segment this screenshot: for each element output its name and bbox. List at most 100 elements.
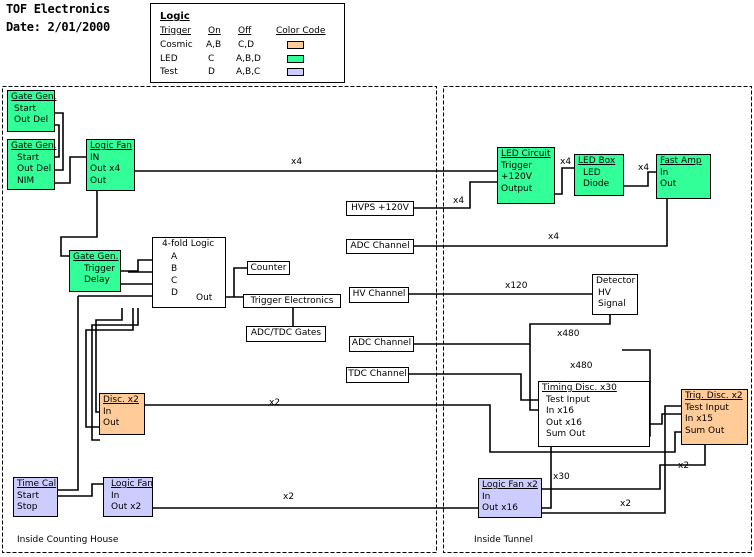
led-box-diode: Diode <box>583 179 610 189</box>
adc-channel-box[interactable]: ADC Channel <box>349 336 414 352</box>
mult-logicfan-led: x4 <box>291 157 303 167</box>
trigger-electronics-box[interactable]: Trigger Electronics <box>243 294 341 308</box>
logic-fan-box-2[interactable]: Logic Fan In Out x2 <box>103 477 153 517</box>
trig-disc-box[interactable]: Trig. Disc. x2 Test Input In x15 Sum Out <box>681 389 748 445</box>
logic-fan-2-out-x2: Out x2 <box>111 502 142 512</box>
timing-disc-out-x16: Out x16 <box>546 417 582 428</box>
gate-gen-1-title: Gate Gen. <box>11 92 57 102</box>
logic-fan-3-out-x16: Out x16 <box>482 503 518 513</box>
mult-fan3-x2: x2 <box>620 499 632 509</box>
time-cal-stop: Stop <box>17 502 38 512</box>
wires <box>44 112 706 514</box>
region-label-tunnel: Inside Tunnel <box>474 535 533 545</box>
disc-title: Disc. x2 <box>103 395 139 405</box>
mult-adc-green: x4 <box>548 232 560 242</box>
legend-off-test: A,B,C <box>236 67 261 77</box>
detector-box[interactable]: Detector HV Signal <box>592 274 638 315</box>
led-box[interactable]: LED Box LED Diode <box>574 154 624 196</box>
legend-trigger-test: Test <box>160 67 178 77</box>
mult-ledbox-fastamp: x4 <box>638 163 650 173</box>
detector-hv: HV <box>598 287 611 298</box>
counting-house-border <box>2 86 437 553</box>
trig-disc-in-x15: In x15 <box>685 414 713 424</box>
mult-hvps: x4 <box>453 196 465 206</box>
led-box-led: LED <box>583 167 601 178</box>
mult-tdc: x480 <box>570 361 593 371</box>
gate-gen-1-out-del: Out Del <box>14 115 49 125</box>
logic-fan-1-in: IN <box>90 152 100 163</box>
mult-disc: x2 <box>269 398 281 408</box>
fourfold-a: A <box>171 251 178 262</box>
tunnel-border <box>443 86 752 553</box>
adc-tdc-gates-box[interactable]: ADC/TDC Gates <box>246 326 326 342</box>
gate-gen-2-out-del: Out Del <box>17 164 52 174</box>
adc-channel-led-box[interactable]: ADC Channel <box>346 239 414 254</box>
gate-gen-3-delay: Delay <box>84 275 110 285</box>
fourfold-logic-box[interactable]: 4-fold Logic A B C D Out <box>152 237 226 308</box>
legend-col-color: Color Code <box>276 26 326 36</box>
time-cal-start: Start <box>17 490 39 501</box>
logic-legend: Logic Trigger On Off Color Code Cosmic A… <box>150 3 345 83</box>
led-circuit-title: LED Circuit <box>501 149 551 159</box>
logic-fan-2-title: Logic Fan <box>111 479 153 489</box>
mult-x30: x30 <box>553 472 570 482</box>
trig-disc-sum-out: Sum Out <box>685 425 725 436</box>
hv-channel-box[interactable]: HV Channel <box>349 287 409 303</box>
timing-disc-in-x16: In x16 <box>546 406 574 416</box>
legend-swatch-led <box>287 55 304 63</box>
legend-off-led: A,B,D <box>236 54 261 64</box>
led-box-title: LED Box <box>578 156 616 166</box>
mult-hv: x120 <box>505 281 528 291</box>
legend-col-off: Off <box>238 26 252 36</box>
legend-col-on: On <box>208 26 221 36</box>
fourfold-title: 4-fold Logic <box>162 239 215 249</box>
gate-gen-2-nim: NIM <box>17 175 35 186</box>
hvps-box[interactable]: HVPS +120V <box>346 201 414 216</box>
detector-signal: Signal <box>598 299 626 309</box>
logic-fan-2-in: In <box>111 490 120 501</box>
fast-amp-in: In <box>660 167 669 178</box>
legend-trigger-cosmic: Cosmic <box>160 40 193 50</box>
mult-led-ledbox: x4 <box>560 157 572 167</box>
legend-col-trigger: Trigger <box>160 26 192 36</box>
fast-amp-box[interactable]: Fast Amp In Out <box>656 154 711 199</box>
gate-gen-3-title: Gate Gen. <box>73 252 119 262</box>
led-circuit-box[interactable]: LED Circuit Trigger +120V Output <box>497 147 555 204</box>
fast-amp-title: Fast Amp <box>660 156 702 166</box>
gate-gen-box-1[interactable]: Gate Gen. Start Out Del <box>7 90 57 132</box>
timing-disc-box[interactable]: Timing Disc. x30 Test Input In x16 Out x… <box>538 381 650 447</box>
detector-title: Detector <box>596 276 636 286</box>
fourfold-c: C <box>171 275 178 286</box>
logic-fan-box-3[interactable]: Logic Fan x2 In Out x16 <box>478 478 542 518</box>
fourfold-b: B <box>171 263 178 274</box>
tdc-channel-box[interactable]: TDC Channel <box>346 367 409 383</box>
time-cal-box[interactable]: Time Cal Start Stop <box>13 477 58 517</box>
fast-amp-out: Out <box>660 179 677 189</box>
disc-in: In <box>103 406 112 417</box>
diagram-title: TOF Electronics <box>6 2 110 16</box>
timing-disc-test-input: Test Input <box>546 394 590 405</box>
logic-fan-1-out-x4: Out x4 <box>90 164 121 174</box>
logic-fan-1-title: Logic Fan <box>90 141 132 151</box>
legend-on-cosmic: A,B <box>206 40 222 50</box>
gate-gen-box-3[interactable]: Gate Gen. Trigger Delay <box>69 250 121 292</box>
legend-on-led: C <box>208 54 215 64</box>
disc-out: Out <box>103 418 120 428</box>
logic-fan-box-1[interactable]: Logic Fan IN Out x4 Out <box>86 139 135 191</box>
time-cal-title: Time Cal <box>17 479 57 489</box>
gate-gen-1-start: Start <box>14 103 36 114</box>
region-borders <box>2 86 752 553</box>
logic-fan-3-in: In <box>482 491 491 502</box>
led-circuit-120v: +120V <box>501 172 532 182</box>
trig-disc-title: Trig. Disc. x2 <box>685 391 743 401</box>
fourfold-out: Out <box>196 293 213 303</box>
timing-disc-title: Timing Disc. x30 <box>542 383 617 393</box>
gate-gen-box-2[interactable]: Gate Gen. Start Out Del NIM <box>7 139 57 190</box>
legend-trigger-led: LED <box>160 54 178 64</box>
mult-adc: x480 <box>557 329 580 339</box>
disc-box[interactable]: Disc. x2 In Out <box>99 393 145 435</box>
gate-gen-2-start: Start <box>17 152 39 163</box>
mult-trig-x2: x2 <box>678 461 690 471</box>
led-circuit-trigger: Trigger <box>501 160 533 171</box>
counter-box[interactable]: Counter <box>247 261 290 275</box>
